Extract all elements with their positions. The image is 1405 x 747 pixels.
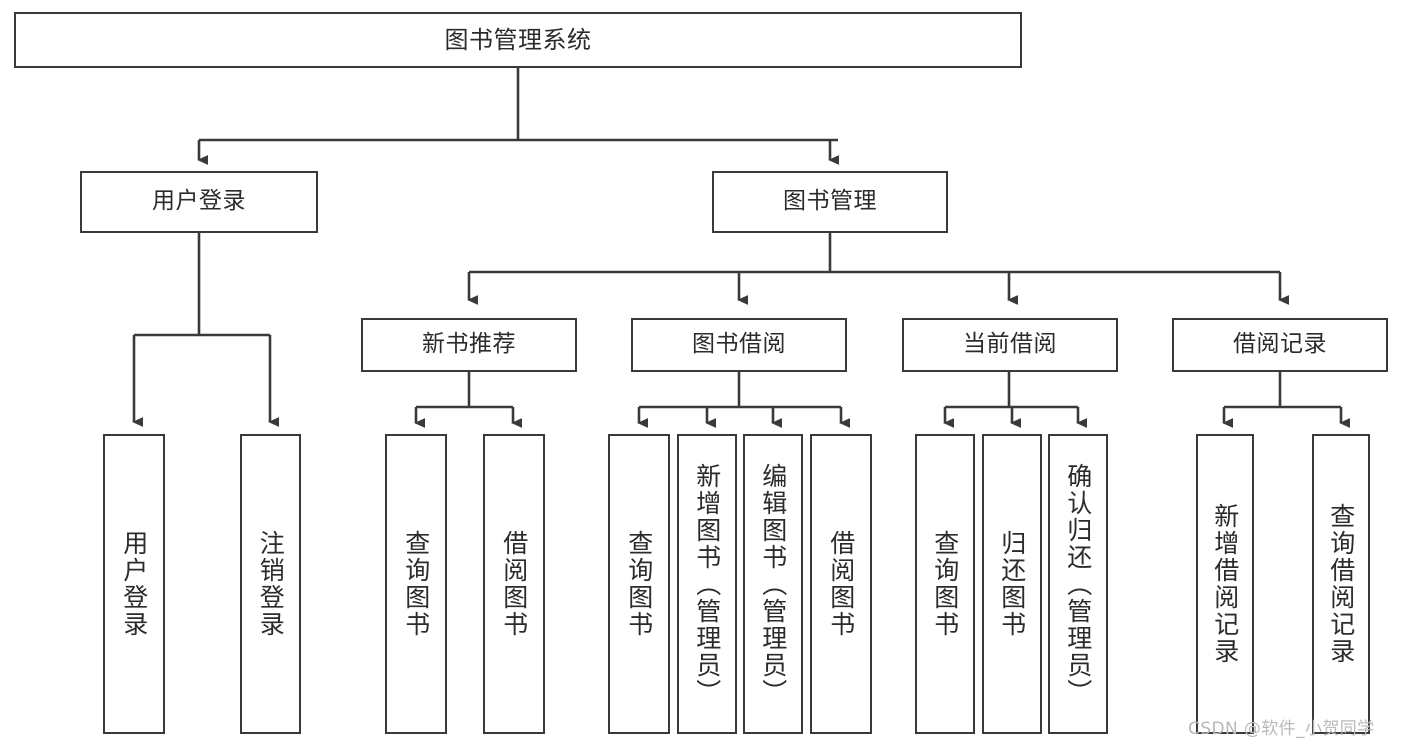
leaf-return-book[interactable]: 归还图书: [982, 434, 1042, 734]
node-label: 查询图书: [930, 530, 960, 638]
leaf-add-borrow-record[interactable]: 新增借阅记录: [1196, 434, 1254, 734]
node-book-borrow[interactable]: 图书借阅: [631, 318, 847, 372]
leaf-edit-book[interactable]: 编辑图书（管理员）: [743, 434, 803, 734]
leaf-query-book-1[interactable]: 查询图书: [385, 434, 447, 734]
node-user-login[interactable]: 用户登录: [80, 171, 318, 233]
node-book-management-system[interactable]: 图书管理系统: [14, 12, 1022, 68]
leaf-query-book-3[interactable]: 查询图书: [915, 434, 975, 734]
node-label: 注销登录: [256, 530, 286, 638]
node-label: 编辑图书（管理员）: [758, 462, 788, 706]
leaf-query-book-2[interactable]: 查询图书: [608, 434, 670, 734]
leaf-borrow-book-1[interactable]: 借阅图书: [483, 434, 545, 734]
node-current-borrow[interactable]: 当前借阅: [902, 318, 1118, 372]
node-book-management[interactable]: 图书管理: [712, 171, 948, 233]
leaf-query-borrow-record[interactable]: 查询借阅记录: [1312, 434, 1370, 734]
node-label: 新书推荐: [422, 331, 516, 358]
node-label: 新增借阅记录: [1210, 503, 1240, 665]
node-label: 当前借阅: [963, 331, 1057, 358]
node-label: 借阅图书: [499, 530, 529, 638]
node-label: 图书管理: [783, 188, 877, 215]
node-label: 确认归还（管理员）: [1063, 462, 1093, 706]
node-label: 查询图书: [624, 530, 654, 638]
leaf-confirm-return[interactable]: 确认归还（管理员）: [1048, 434, 1108, 734]
node-label: 归还图书: [997, 530, 1027, 638]
node-label: 借阅记录: [1233, 331, 1327, 358]
node-label: 查询借阅记录: [1326, 503, 1356, 665]
node-label: 用户登录: [119, 530, 149, 638]
leaf-user-login[interactable]: 用户登录: [103, 434, 165, 734]
leaf-logout[interactable]: 注销登录: [240, 434, 301, 734]
node-label: 新增图书（管理员）: [692, 462, 722, 706]
node-label: 用户登录: [152, 188, 246, 215]
node-label: 图书借阅: [692, 331, 786, 358]
leaf-borrow-book-2[interactable]: 借阅图书: [810, 434, 872, 734]
leaf-add-book[interactable]: 新增图书（管理员）: [677, 434, 737, 734]
node-label: 图书管理系统: [444, 25, 592, 54]
node-borrow-record[interactable]: 借阅记录: [1172, 318, 1388, 372]
node-new-book-recommend[interactable]: 新书推荐: [361, 318, 577, 372]
csdn-watermark: CSDN @软件_小贺同学: [1188, 719, 1375, 739]
node-label: 借阅图书: [826, 530, 856, 638]
node-label: 查询图书: [401, 530, 431, 638]
